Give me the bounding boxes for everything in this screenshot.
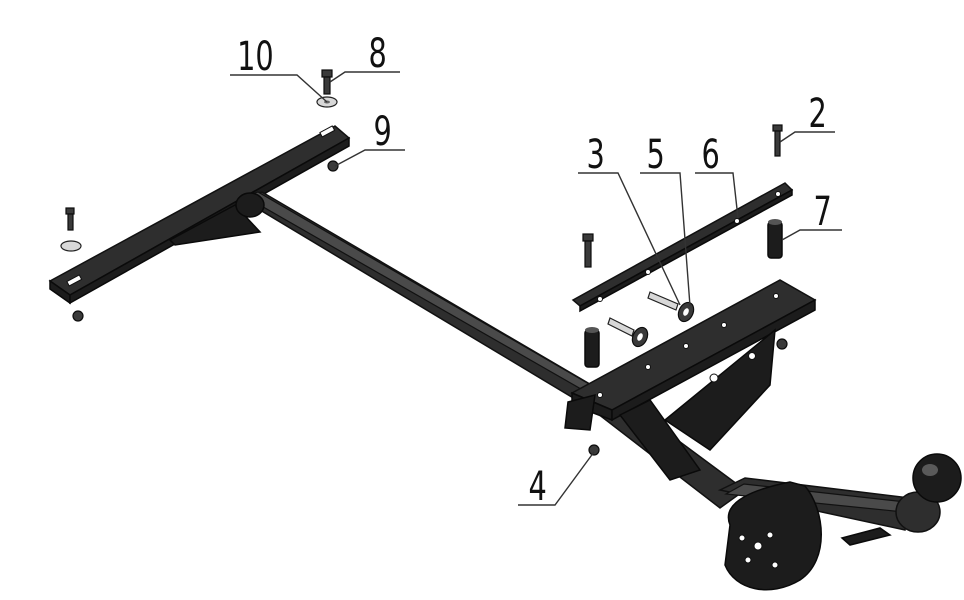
callout-9: 9 [374,109,392,155]
callout-7: 7 [814,189,832,235]
callout-3: 3 [587,132,605,178]
nut-4 [588,444,600,456]
leader-9 [334,149,405,167]
leader-lines [230,71,842,506]
tow-ball [895,453,962,533]
spacer-left [584,327,600,368]
leader-3 [578,172,681,306]
washer-5 [631,301,695,348]
main-tube [235,191,911,531]
leader-6 [695,172,739,219]
callout-labels: 10 8 9 2 3 5 6 7 4 [237,31,832,510]
nut-9 [327,160,339,172]
callout-5: 5 [647,132,665,178]
callout-8: 8 [369,31,387,77]
leader-4 [518,451,595,506]
bolt-2 [772,124,783,157]
callout-4: 4 [529,464,547,510]
right-mounting-plate [564,279,817,481]
callout-6: 6 [702,132,720,178]
leader-8 [329,71,400,83]
bolt-8 [321,69,333,95]
callout-2: 2 [809,91,827,137]
leader-7 [781,229,842,241]
leader-5 [640,172,691,307]
leader-2 [779,131,835,143]
spacer-7 [767,219,783,259]
leader-10 [230,74,328,103]
left-mounting-plate [48,125,351,305]
left-bolt [60,207,84,322]
nut-right [776,338,788,350]
callout-10: 10 [237,34,274,80]
bolt-3 [582,233,679,337]
socket-plate [724,481,892,591]
